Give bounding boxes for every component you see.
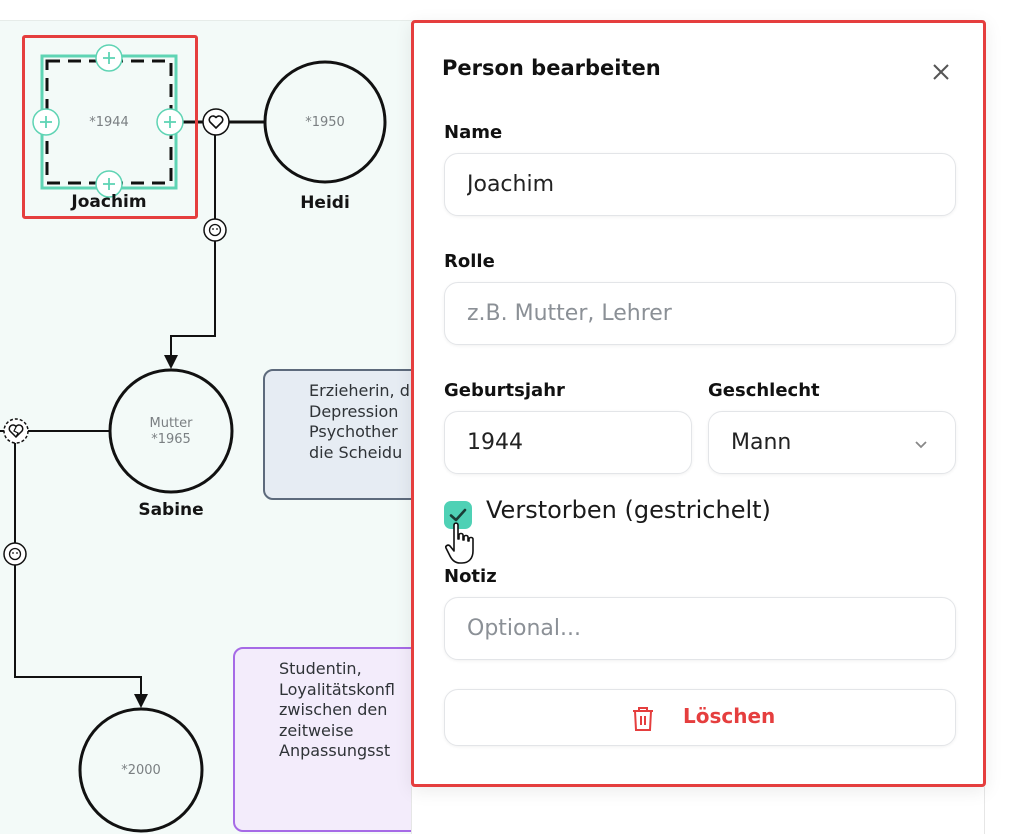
chevron-down-icon [915,441,927,449]
role-label: Rolle [444,251,495,272]
lightbulb-icon [265,369,287,373]
person-circle-child [78,707,204,833]
delete-label: Löschen [683,704,776,728]
edit-person-panel: Person bearbeiten Name Rolle Geburtsjahr… [411,20,986,787]
panel-background [411,787,985,834]
deceased-label[interactable]: Verstorben (gestrichelt) [486,496,771,524]
genogram-lines [0,44,387,833]
note-card-sabine[interactable]: Erzieherin, d Depression Psychother die … [263,369,433,500]
selected-person-highlight [22,35,198,219]
note-line: Studentin, [279,659,362,678]
note-card-child[interactable]: Studentin, Loyalitätskonfl zwischen den … [233,647,433,832]
birth-year-label: Geburtsjahr [444,380,565,401]
name-label: Name [444,122,503,143]
person-name-sabine[interactable]: Sabine [138,500,204,520]
person-circle-sabine [108,368,234,494]
broken-heart-icon [3,418,29,444]
gender-label: Geschlecht [708,380,820,401]
note-line: Depression [309,401,399,421]
baby-icon [203,218,227,242]
note-line: die Scheidu [309,442,403,462]
hand-pointer-cursor-icon [445,522,474,564]
note-line: Erzieherin, d [309,381,410,400]
gender-select-value: Mann [731,430,792,455]
note-line: Loyalitätskonfl [279,679,395,699]
note-line: Psychother [309,422,398,441]
heart-icon [202,108,230,136]
panel-title: Person bearbeiten [442,56,661,80]
note-input[interactable] [444,597,956,660]
person-name-joachim[interactable]: Joachim [71,192,147,212]
alert-circle-icon [235,647,257,651]
gender-select[interactable]: Mann [708,411,956,474]
baby-icon-2 [3,542,27,566]
person-year-joachim: *1944 [89,115,129,130]
deceased-checkbox[interactable] [444,501,472,529]
person-year-heidi: *1950 [305,115,345,130]
note-label: Notiz [444,566,497,587]
delete-button[interactable]: Löschen [444,689,956,746]
close-icon[interactable] [926,57,956,87]
birth-year-input[interactable] [444,411,692,474]
check-icon [449,508,467,522]
note-line: zwischen den [279,700,388,719]
note-line: zeitweise [279,720,354,740]
person-name-heidi[interactable]: Heidi [300,193,350,213]
name-input[interactable] [444,153,956,216]
trash-icon [633,707,653,731]
person-circle-heidi [263,60,387,184]
role-input[interactable] [444,282,956,345]
person-year-sabine: *1965 [151,432,191,447]
person-year-child: *2000 [121,763,161,778]
person-role-sabine: Mutter [149,416,193,431]
child-line-2 [14,431,142,695]
note-line: Anpassungsst [279,741,391,760]
